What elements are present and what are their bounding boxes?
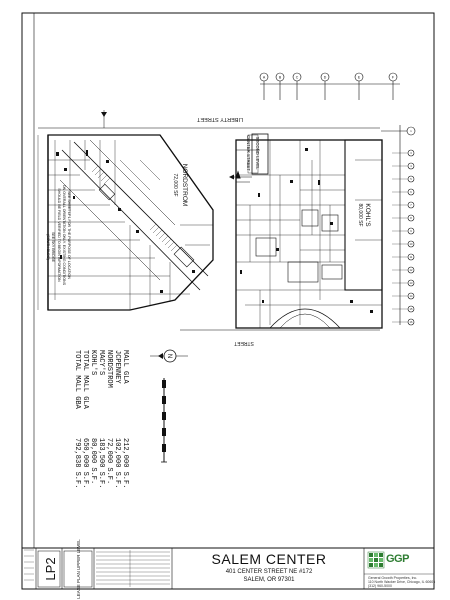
bottom-street-label: STREET bbox=[234, 340, 254, 346]
grid-bubbles-right bbox=[381, 125, 416, 326]
grid-number: 5 bbox=[410, 177, 412, 181]
west-wing-fill-marks bbox=[56, 150, 195, 293]
nordstrom-area: 72,000 SF bbox=[172, 173, 178, 196]
project-name: SALEM CENTER bbox=[211, 551, 327, 567]
area-row-value: 80,000 S.F. bbox=[89, 438, 97, 484]
liberty-street: LIBERTY STREET bbox=[38, 110, 380, 129]
grid-letter: C bbox=[296, 76, 299, 80]
sheet-border bbox=[21, 12, 435, 590]
area-row-value: 212,000 S.F. bbox=[121, 438, 129, 488]
project-address-line1: 401 CENTER STREET NE #172 bbox=[225, 569, 313, 575]
grid-letter: A bbox=[263, 76, 266, 80]
center-street: CENTER STREET SECOND LEVEL bbox=[246, 134, 260, 174]
area-row-value: 792,838 S.F. bbox=[73, 438, 81, 488]
grid-number: 3 bbox=[410, 151, 412, 155]
center-street-label: CENTER STREET bbox=[246, 135, 251, 171]
north-arrow-label: N bbox=[166, 354, 172, 358]
plan-notes: SEE SHEET LP1 FOR THE PURPOSE OF LOCATIO… bbox=[46, 185, 71, 286]
grid-number: 4 bbox=[410, 164, 412, 168]
grid-number: 12 bbox=[410, 268, 413, 272]
area-row-label: MACY'S bbox=[97, 350, 105, 375]
grid-letter: D bbox=[324, 76, 327, 80]
area-row-label: JCPENNEY bbox=[113, 350, 121, 384]
company-line: General Growth Properties, Inc. bbox=[368, 576, 418, 580]
east-wing-plan bbox=[235, 133, 383, 329]
note-line: SEE SKY BRIDGE bbox=[51, 232, 55, 263]
project-address-line2: SALEM, OR 97301 bbox=[243, 577, 295, 583]
east-wing-fill-marks bbox=[240, 148, 373, 313]
area-row-label: TOTAL MALL GBA bbox=[73, 350, 81, 410]
bottom-street: STREET bbox=[180, 329, 380, 346]
street-arrow bbox=[229, 174, 252, 180]
grid-letter: E bbox=[358, 76, 361, 80]
area-row-value: 102,000 S.F. bbox=[113, 438, 121, 488]
liberty-street-label: LIBERTY STREET bbox=[196, 116, 243, 122]
area-row-value: 650,000 S.F. bbox=[81, 438, 89, 488]
grid-number: 13 bbox=[410, 281, 413, 285]
kohls-area: 80,000 SF bbox=[357, 203, 363, 226]
scale-bar bbox=[161, 378, 167, 463]
note-line: SEE SHEET LP1 FOR THE PURPOSE OF LOCATIO… bbox=[67, 191, 71, 279]
grid-number: 11 bbox=[410, 255, 413, 259]
area-row-label: KOHL'S bbox=[89, 350, 97, 375]
west-wing-plan bbox=[37, 134, 214, 311]
grid-number: 9 bbox=[410, 229, 412, 233]
grid-letters-top: A B C D E F bbox=[263, 76, 394, 80]
sheet-title: LEASE PLAN UPPER LEVEL bbox=[76, 539, 81, 599]
kohls-label: KOHL'S bbox=[364, 203, 371, 227]
company-line: (312) 960-5000 bbox=[368, 584, 392, 588]
grid-number: 7 bbox=[410, 203, 412, 207]
title-block: LP2 LEASE PLAN UPPER LEVEL bbox=[21, 539, 435, 599]
company-logo-text: GGP bbox=[386, 553, 409, 565]
grid-number: 8 bbox=[410, 216, 412, 220]
area-row-label: TOTAL MALL GLA bbox=[81, 350, 89, 410]
grid-letter: F bbox=[392, 76, 394, 80]
area-row-value: 183,500 S.F. bbox=[97, 438, 105, 488]
sheet-number: LP2 bbox=[43, 557, 58, 580]
grid-numbers-right: 1 3 4 5 6 7 8 9 10 11 12 13 14 15 16 bbox=[410, 129, 413, 324]
second-level-label: SECOND LEVEL bbox=[255, 137, 260, 171]
company-logo-icon bbox=[367, 551, 385, 569]
north-arrow: N bbox=[150, 349, 188, 363]
grid-number: 16 bbox=[410, 320, 413, 324]
grid-bubbles-top bbox=[259, 72, 400, 100]
grid-number: 1 bbox=[410, 129, 412, 133]
grid-number: 6 bbox=[410, 190, 412, 194]
nordstrom-label: NORDSTROM bbox=[181, 164, 188, 207]
company-line: 110 North Wacker Drive, Chicago, IL 6060… bbox=[368, 580, 436, 584]
grid-letter: B bbox=[279, 76, 282, 80]
area-row-label: MALL GLA bbox=[121, 350, 129, 384]
note-line: ON OVERALL ORIENTATION ONLY. EXISTING CO… bbox=[62, 185, 66, 286]
note-line: SHOULD BE FIELD VERIFIED TO BEGIN INFORM… bbox=[57, 188, 61, 282]
note-line: (SOUTH BLDG) bbox=[46, 234, 50, 260]
grid-number: 15 bbox=[410, 307, 413, 311]
area-row-label: NORDSTROM bbox=[105, 350, 113, 388]
area-row-value: 72,000 S.F. bbox=[105, 438, 113, 484]
area-summary: MALL GLA 212,000 S.F. JCPENNEY 102,000 S… bbox=[73, 350, 129, 488]
grid-number: 14 bbox=[410, 294, 413, 298]
grid-number: 10 bbox=[410, 242, 413, 246]
